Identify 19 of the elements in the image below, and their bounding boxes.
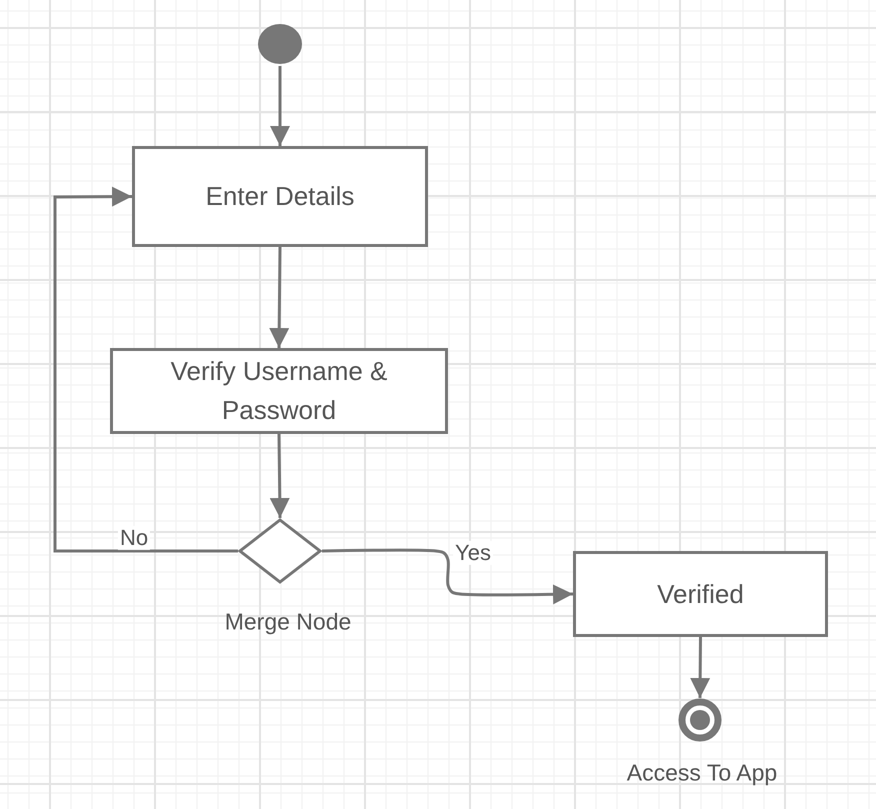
- flow-arrow: [270, 434, 290, 518]
- action-box: [573, 551, 828, 637]
- node-caption: Access To App: [626, 760, 778, 786]
- flow-arrow: [54, 186, 238, 552]
- edge-label: No: [118, 526, 150, 550]
- edge-label: Yes: [453, 540, 493, 566]
- final-node: [678, 698, 722, 742]
- flow-arrow: [690, 636, 710, 698]
- flow-arrow: [270, 66, 290, 146]
- node-text: Verify Username & Password: [170, 355, 388, 427]
- node-text: Enter Details: [204, 180, 356, 213]
- node-text: Verified: [656, 578, 745, 610]
- flow-arrow: [269, 246, 290, 348]
- node-caption: Merge Node: [224, 608, 352, 636]
- flow-arrow: [322, 548, 574, 604]
- action-box: [110, 348, 448, 434]
- merge-diamond: [238, 518, 322, 584]
- initial-node: [258, 22, 302, 66]
- action-box: [132, 146, 428, 247]
